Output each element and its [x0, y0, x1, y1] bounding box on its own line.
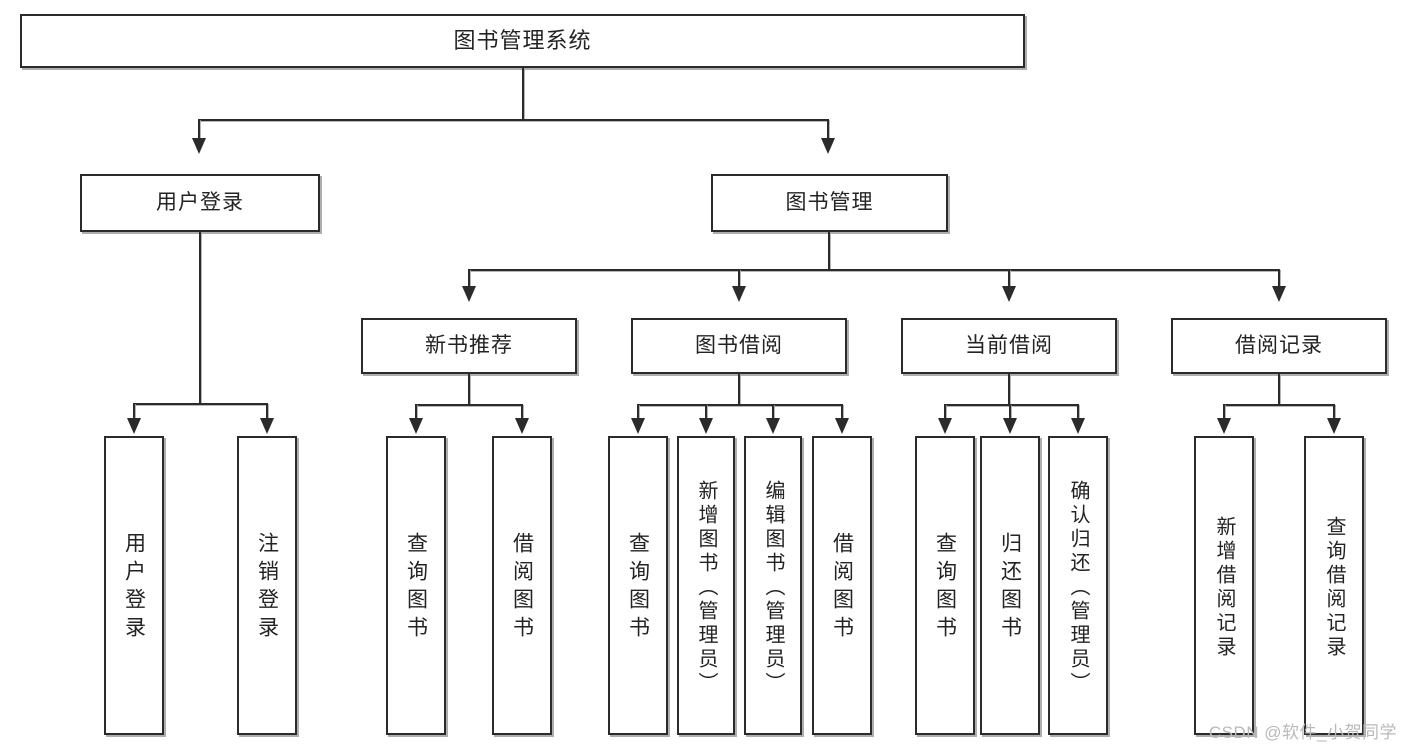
connector-cb-drop-1 — [944, 404, 946, 421]
arrowhead-leaf-borrow-book-2 — [835, 418, 849, 434]
connector-user-login-stem — [199, 232, 201, 404]
connector-nbr-drop-1 — [415, 404, 417, 421]
connector-bm-drop-1 — [468, 269, 470, 289]
node-book-manage[interactable]: 图书管理 — [711, 174, 948, 232]
node-new-book-recommend-label: 新书推荐 — [425, 333, 513, 357]
connector-cb-bus — [944, 404, 1078, 406]
arrowhead-leaf-edit-book — [766, 418, 780, 434]
leaf-borrow-book-1-label: 借阅图书 — [510, 531, 534, 644]
leaf-query-book-2-label: 查询图书 — [626, 531, 650, 644]
arrowhead-new-book-recommend — [462, 286, 476, 302]
connector-cb-drop-3 — [1077, 404, 1079, 421]
arrowhead-leaf-user-logout — [260, 418, 274, 434]
arrowhead-leaf-query-record — [1327, 418, 1341, 434]
node-book-borrow[interactable]: 图书借阅 — [631, 318, 847, 374]
node-root-label: 图书管理系统 — [453, 28, 592, 54]
leaf-confirm-return[interactable]: 确认归还（管理员） — [1048, 436, 1108, 735]
arrowhead-leaf-add-book — [699, 418, 713, 434]
arrowhead-leaf-query-book-2 — [631, 418, 645, 434]
csdn-watermark: CSDN @软件_小贺同学 — [1208, 723, 1397, 742]
leaf-add-record-label: 新增借阅记录 — [1213, 515, 1235, 660]
connector-bb-drop-3 — [772, 404, 774, 421]
connector-bb-drop-4 — [841, 404, 843, 421]
connector-book-manage-stem — [828, 232, 830, 270]
node-user-login[interactable]: 用户登录 — [80, 174, 320, 232]
connector-nbr-stem — [468, 374, 470, 405]
leaf-query-book-3-label: 查询图书 — [933, 531, 957, 644]
leaf-borrow-book-1[interactable]: 借阅图书 — [492, 436, 552, 735]
leaf-query-book-1-label: 查询图书 — [404, 531, 428, 644]
leaf-return-book[interactable]: 归还图书 — [980, 436, 1040, 735]
connector-nbr-drop-2 — [521, 404, 523, 421]
connector-user-login-bus — [133, 403, 267, 405]
node-book-manage-label: 图书管理 — [785, 190, 874, 214]
leaf-edit-book[interactable]: 编辑图书（管理员） — [744, 436, 802, 735]
connector-root-stem — [522, 68, 524, 120]
connector-nbr-bus — [415, 404, 523, 406]
connector-bb-stem — [738, 374, 740, 405]
connector-root-bus — [198, 119, 828, 121]
node-borrow-record-label: 借阅记录 — [1235, 333, 1323, 357]
leaf-user-login-label: 用户登录 — [122, 531, 146, 644]
leaf-query-book-2[interactable]: 查询图书 — [608, 436, 668, 735]
connector-root-drop-left — [198, 119, 200, 141]
node-new-book-recommend[interactable]: 新书推荐 — [361, 318, 577, 374]
arrowhead-user-login — [192, 138, 206, 154]
leaf-borrow-book-2-label: 借阅图书 — [830, 531, 854, 644]
connector-br-bus — [1223, 404, 1335, 406]
node-current-borrow-label: 当前借阅 — [965, 333, 1053, 357]
leaf-query-book-1[interactable]: 查询图书 — [386, 436, 446, 735]
connector-cb-drop-2 — [1009, 404, 1011, 421]
connector-cb-stem — [1008, 374, 1010, 405]
connector-bm-drop-3 — [1008, 269, 1010, 289]
arrowhead-leaf-query-book-1 — [409, 418, 423, 434]
arrowhead-borrow-record — [1272, 286, 1286, 302]
connector-br-drop-1 — [1223, 404, 1225, 421]
connector-root-drop-right — [827, 119, 829, 141]
arrowhead-leaf-add-record — [1217, 418, 1231, 434]
leaf-query-book-3[interactable]: 查询图书 — [915, 436, 975, 735]
arrowhead-book-manage — [821, 138, 835, 154]
arrowhead-leaf-query-book-3 — [938, 418, 952, 434]
connector-bb-drop-1 — [637, 404, 639, 421]
connector-book-manage-bus — [468, 269, 1280, 271]
connector-bb-bus — [637, 404, 843, 406]
connector-bm-drop-4 — [1278, 269, 1280, 289]
leaf-borrow-book-2[interactable]: 借阅图书 — [812, 436, 872, 735]
leaf-user-logout-label: 注销登录 — [255, 531, 279, 644]
node-borrow-record[interactable]: 借阅记录 — [1171, 318, 1387, 374]
arrowhead-current-borrow — [1002, 286, 1016, 302]
leaf-confirm-return-label: 确认归还（管理员） — [1067, 479, 1089, 696]
connector-bb-drop-2 — [705, 404, 707, 421]
leaf-user-login[interactable]: 用户登录 — [104, 436, 164, 735]
connector-br-stem — [1278, 374, 1280, 405]
connector-bm-drop-2 — [738, 269, 740, 289]
connector-br-drop-2 — [1333, 404, 1335, 421]
leaf-add-book-label: 新增图书（管理员） — [695, 479, 717, 696]
leaf-return-book-label: 归还图书 — [998, 531, 1022, 644]
arrowhead-book-borrow — [732, 286, 746, 302]
leaf-add-record[interactable]: 新增借阅记录 — [1194, 436, 1254, 735]
leaf-add-book[interactable]: 新增图书（管理员） — [677, 436, 735, 735]
node-current-borrow[interactable]: 当前借阅 — [901, 318, 1117, 374]
connector-user-login-drop-2 — [266, 403, 268, 421]
arrowhead-leaf-borrow-book-1 — [515, 418, 529, 434]
node-user-login-label: 用户登录 — [156, 190, 244, 214]
arrowhead-leaf-user-login — [127, 418, 141, 434]
leaf-query-record[interactable]: 查询借阅记录 — [1304, 436, 1364, 735]
node-root[interactable]: 图书管理系统 — [20, 14, 1025, 68]
leaf-query-record-label: 查询借阅记录 — [1323, 515, 1345, 660]
connector-user-login-drop-1 — [133, 403, 135, 421]
arrowhead-leaf-return-book — [1003, 418, 1017, 434]
leaf-edit-book-label: 编辑图书（管理员） — [762, 479, 784, 696]
node-book-borrow-label: 图书借阅 — [695, 333, 783, 357]
arrowhead-leaf-confirm-return — [1071, 418, 1085, 434]
leaf-user-logout[interactable]: 注销登录 — [237, 436, 297, 735]
